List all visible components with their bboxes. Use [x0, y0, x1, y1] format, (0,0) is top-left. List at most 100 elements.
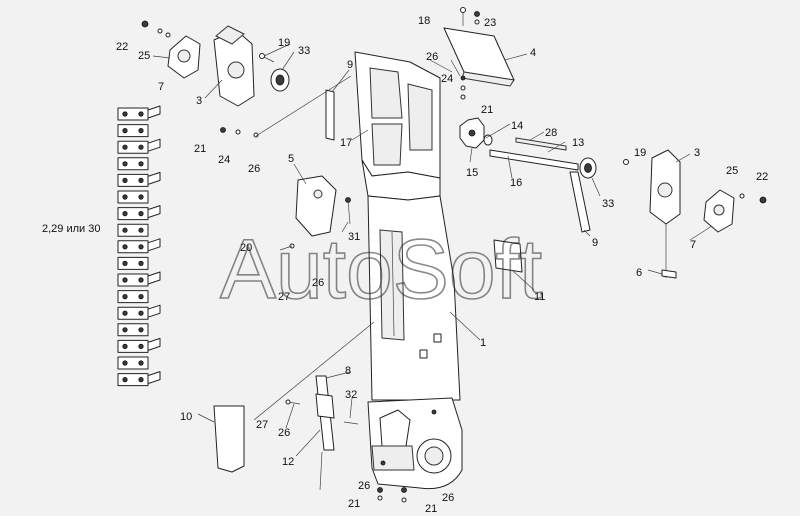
- callout-22-right: 22: [756, 171, 768, 183]
- washer: [460, 94, 466, 100]
- ring: [483, 134, 493, 146]
- nut: [474, 11, 480, 17]
- callout-16: 16: [510, 177, 522, 189]
- chain-pin: [138, 244, 144, 250]
- chain-pin: [138, 144, 144, 150]
- left-bolt: [259, 53, 275, 63]
- chain-pin: [138, 376, 144, 383]
- chain-attachment: [147, 171, 161, 185]
- shoe-plate: [213, 405, 245, 473]
- chain-pin: [138, 161, 144, 167]
- chain-pin: [122, 310, 128, 316]
- callout-21-b: 21: [481, 104, 493, 116]
- callout-1: 1: [480, 337, 486, 349]
- callout-11: 11: [534, 291, 545, 303]
- left-flange: [167, 35, 201, 79]
- chain-attachment: [147, 304, 161, 318]
- chain-pin: [122, 128, 128, 134]
- chain-pin: [122, 327, 128, 333]
- callout-24-a: 24: [218, 154, 230, 166]
- bolt-head: [460, 7, 466, 13]
- chain-pin: [138, 128, 144, 134]
- chain-link: [117, 157, 149, 171]
- washer: [235, 129, 241, 135]
- chain-attachment: [147, 105, 161, 119]
- left-bearing-plate: [213, 25, 255, 107]
- chain-pin: [122, 144, 128, 150]
- washer: [165, 32, 171, 38]
- chain-pin: [138, 260, 144, 266]
- chain-pin: [138, 227, 144, 233]
- washer: [377, 495, 383, 501]
- callout-27-a: 27: [278, 291, 290, 303]
- chain-pin: [122, 111, 128, 117]
- chain-attachment: [147, 238, 161, 252]
- nut: [141, 20, 149, 28]
- callout-28: 28: [545, 127, 557, 139]
- chain-pin: [122, 277, 128, 283]
- callout-19-right: 19: [634, 147, 646, 159]
- chain-pin: [138, 211, 144, 217]
- callout-25-right: 25: [726, 165, 738, 177]
- callout-8: 8: [345, 365, 351, 377]
- washer: [285, 399, 291, 405]
- chain-pin: [122, 293, 128, 300]
- bracket-9-right: [569, 171, 591, 233]
- callout-26-b: 26: [426, 51, 438, 63]
- chain-pin: [138, 177, 144, 183]
- chain-pin: [122, 161, 128, 167]
- callout-25-left: 25: [138, 50, 150, 62]
- washer: [739, 193, 745, 199]
- chain-pin: [138, 194, 144, 200]
- callout-14: 14: [511, 120, 523, 132]
- chain-guard: [443, 27, 515, 87]
- callout-26-e: 26: [358, 480, 370, 492]
- chain-attachment: [147, 205, 161, 219]
- nut: [377, 487, 383, 493]
- callout-2-29-30: 2,29 или 30: [42, 223, 100, 235]
- chain-pin: [122, 194, 128, 200]
- washer: [460, 85, 466, 91]
- callout-7-right: 7: [690, 239, 696, 251]
- callout-26-f: 26: [442, 492, 454, 504]
- chain-pin: [122, 360, 128, 366]
- nut: [220, 127, 226, 133]
- lower-bracket: [315, 375, 335, 451]
- washer: [157, 28, 163, 34]
- chain-pin: [122, 343, 128, 349]
- callout-13: 13: [572, 137, 584, 149]
- right-bearing: [579, 157, 597, 179]
- key: [515, 137, 567, 151]
- callout-23: 23: [484, 17, 496, 29]
- chain-pin: [122, 227, 128, 233]
- chain-pin: [122, 177, 128, 183]
- chain-pin: [122, 211, 128, 217]
- chain-attachment: [147, 337, 161, 351]
- callout-4: 4: [530, 47, 536, 59]
- callout-21-a: 21: [194, 143, 206, 155]
- housing-slot: [433, 333, 442, 343]
- bolt-head: [623, 159, 629, 165]
- callout-9-right: 9: [592, 237, 598, 249]
- callout-10: 10: [180, 411, 192, 423]
- callout-31: 31: [348, 231, 360, 243]
- callout-labels: 22 25 7 3 19 33 9 21 24 26 17 18 23 26 2…: [42, 15, 768, 515]
- callout-26-a: 26: [248, 163, 260, 175]
- callout-33-right: 33: [602, 198, 614, 210]
- callout-32: 32: [345, 389, 357, 401]
- chain-pin: [138, 327, 144, 333]
- chain-pin: [138, 277, 144, 283]
- chain-pin: [138, 343, 144, 349]
- callout-24-b: 24: [441, 73, 453, 85]
- pin: [661, 269, 677, 279]
- chain-link: [117, 124, 149, 138]
- chain-pin: [122, 244, 128, 250]
- chain-pin: [138, 111, 144, 117]
- callout-17: 17: [340, 137, 352, 149]
- nut: [460, 75, 466, 81]
- housing-body: [354, 51, 463, 490]
- nut: [401, 487, 407, 493]
- drive-chain: [117, 105, 161, 387]
